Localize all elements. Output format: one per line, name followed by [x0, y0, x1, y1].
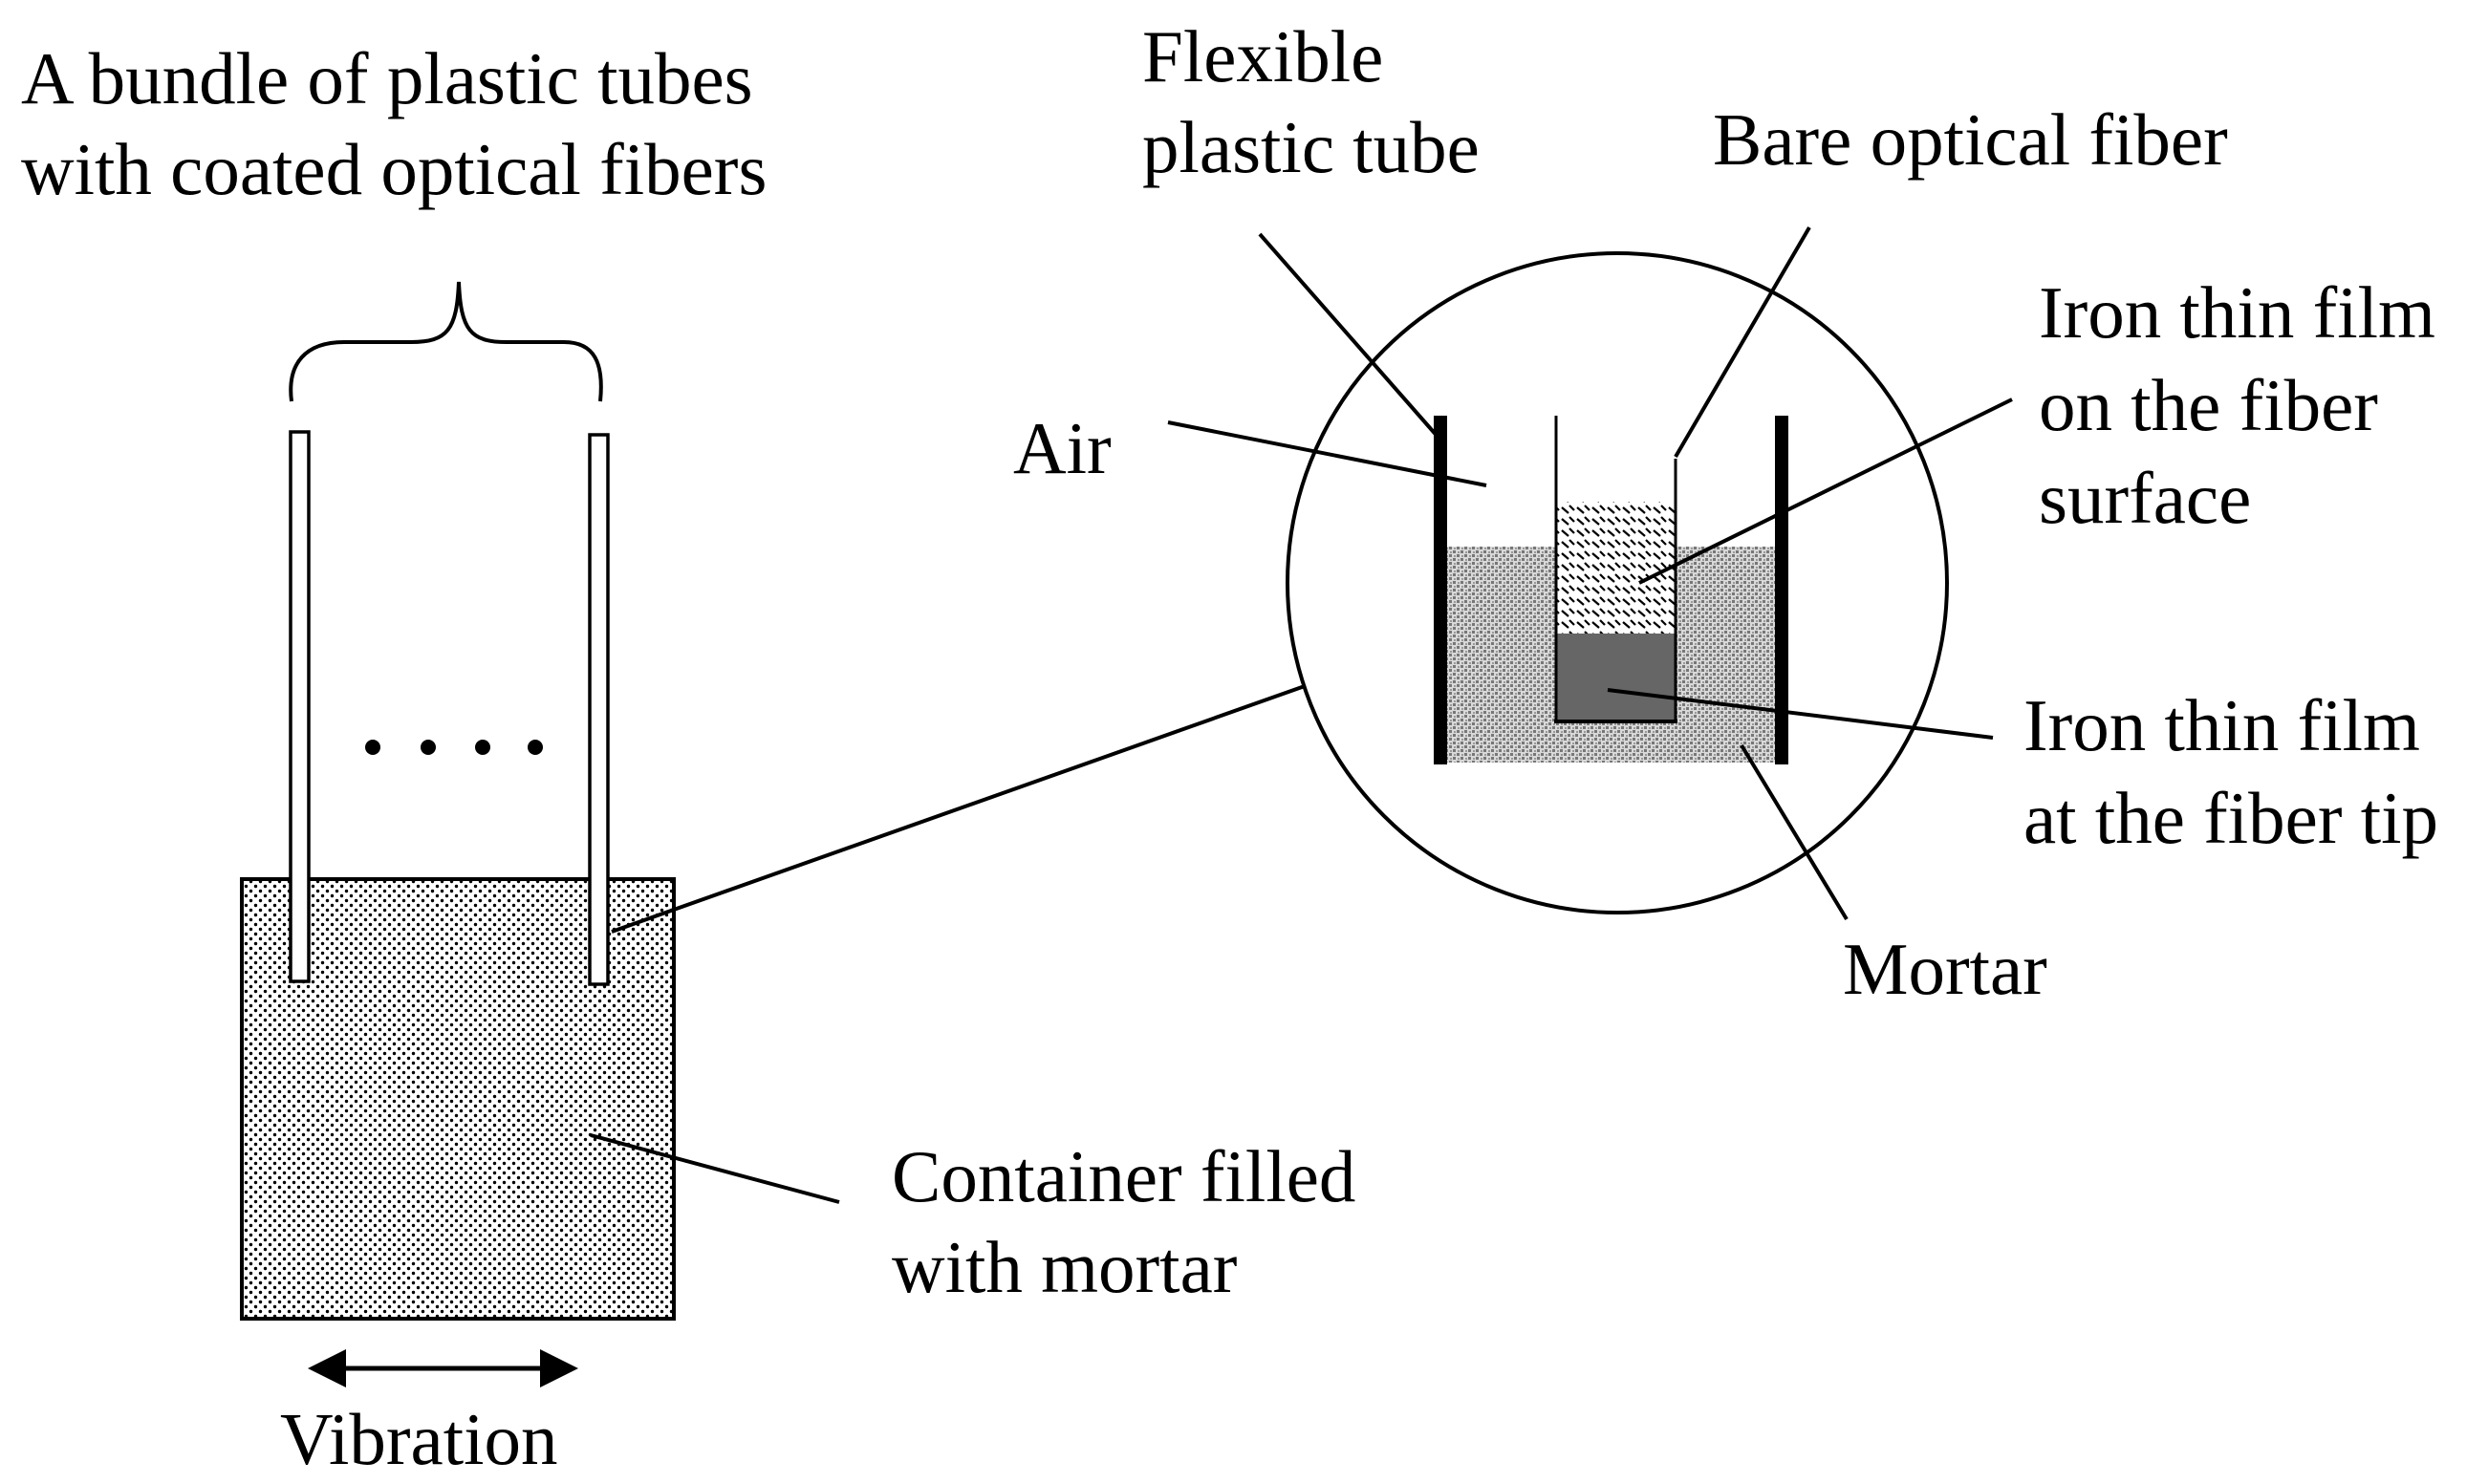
iron-surface-label-line3: surface [2039, 457, 2251, 539]
container-label-line2: with mortar [892, 1226, 1237, 1308]
bare-fiber-leader [1674, 226, 1811, 459]
air-label: Air [1013, 407, 1112, 489]
container-label-line1: Container filled [892, 1135, 1355, 1217]
iron-surface-leader [1638, 398, 2013, 585]
tube-wall-right [1775, 416, 1788, 764]
plastic-tube-left [289, 430, 311, 983]
flexible-tube-label-line1: Flexible [1142, 15, 1383, 97]
iron-surface-label-line1: Iron thin film [2039, 271, 2435, 354]
iron-tip-leader [1607, 688, 1994, 740]
tube-wall-left [1434, 416, 1447, 764]
bare-fiber-label: Bare optical fiber [1713, 98, 2228, 181]
bundle-label-line1: A bundle of plastic tubes [21, 37, 753, 119]
flexible-tube-leader [1258, 232, 1440, 440]
iron-surface-label-line2: on the fiber [2039, 364, 2378, 446]
bare-optical-fiber [1554, 416, 1677, 723]
iron-film-surface [1556, 502, 1676, 634]
ellipsis-text: .... [0, 0, 2, 1]
plastic-tube-right [588, 433, 610, 986]
iron-tip-label-line2: at the fiber tip [2023, 777, 2438, 859]
bundle-label-line2: with coated optical fibers [21, 128, 767, 210]
air-leader [1167, 420, 1487, 487]
mortar-leader [1740, 743, 1849, 921]
vibration-label: Vibration [280, 1398, 557, 1480]
zoom-connector-line [611, 684, 1306, 934]
tube-ellipsis [365, 740, 543, 755]
iron-tip-label-line1: Iron thin film [2023, 684, 2420, 766]
vibration-arrow [308, 1349, 578, 1387]
flexible-tube-label-line2: plastic tube [1142, 106, 1480, 188]
bundle-brace [289, 281, 603, 402]
container-leader-line [590, 1133, 840, 1204]
iron-film-tip [1556, 634, 1676, 721]
mortar-label: Mortar [1843, 928, 2047, 1010]
